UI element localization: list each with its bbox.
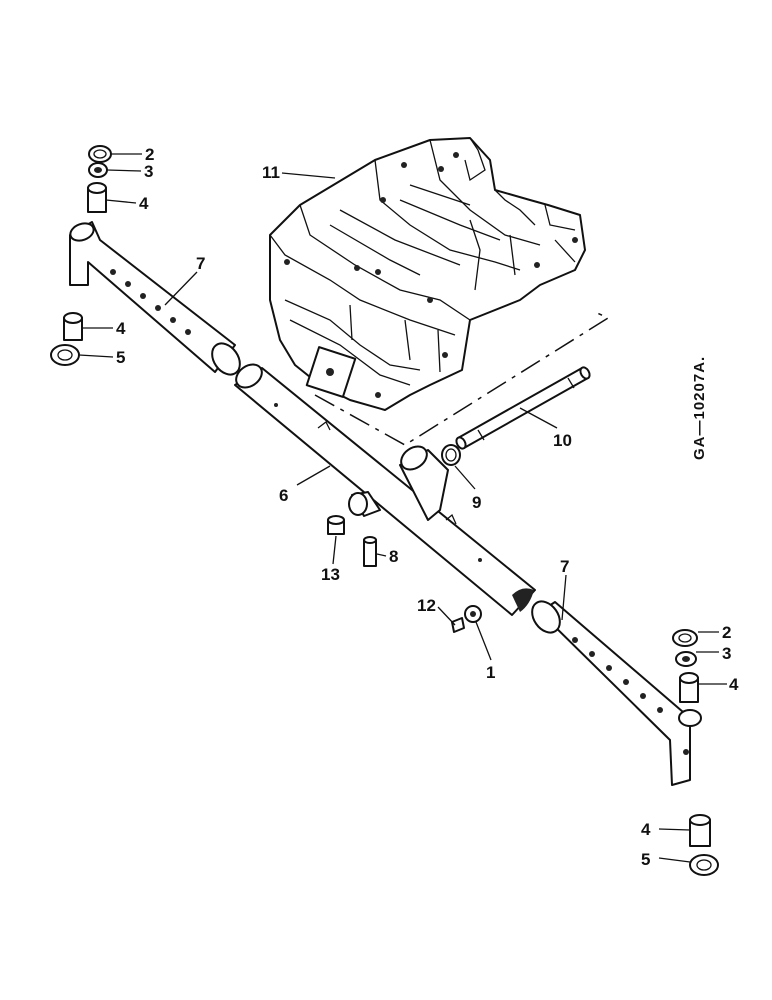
callout-7-right: 7 [560, 557, 569, 576]
callout-8: 8 [389, 547, 398, 566]
callout-5-left: 5 [116, 348, 125, 367]
beam-bushing [348, 491, 381, 517]
callout-3-left: 3 [144, 162, 153, 181]
thrust-washer [441, 444, 461, 466]
left-lower-seal [50, 344, 80, 366]
leader-lines [78, 153, 727, 863]
callout-4-right-lower: 4 [641, 820, 651, 839]
left-lower-bushing [63, 312, 83, 341]
assembly-outline [314, 311, 610, 446]
callout-2-right: 2 [722, 623, 731, 642]
callout-9: 9 [472, 493, 481, 512]
front-support-casting [269, 137, 586, 411]
right-upper-washer [672, 629, 698, 647]
center-axle-beam [234, 363, 536, 616]
left-upper-bushing [87, 182, 107, 213]
callout-3-right: 3 [722, 644, 731, 663]
callout-5-right: 5 [641, 850, 650, 869]
callout-1: 1 [486, 663, 495, 682]
callout-4-left-lower: 4 [116, 319, 126, 338]
right-lower-seal [689, 854, 719, 876]
steering-pin [363, 536, 377, 567]
callout-6: 6 [279, 486, 288, 505]
callout-4-right-upper: 4 [729, 675, 739, 694]
callout-4-left-upper: 4 [139, 194, 149, 213]
left-upper-seal [88, 162, 108, 178]
fitting-bolt [451, 617, 465, 633]
right-upper-seal [675, 651, 697, 667]
callout-10: 10 [553, 431, 572, 450]
small-bushing [327, 515, 345, 535]
callout-12: 12 [417, 596, 436, 615]
left-axle-extension [69, 221, 241, 376]
figure-reference: GA—10207A. [691, 356, 708, 460]
left-upper-washer [88, 145, 112, 163]
right-upper-bushing [679, 672, 699, 703]
callout-2-left: 2 [145, 145, 154, 164]
right-lower-bushing [689, 814, 711, 847]
pivot-pin [455, 366, 591, 450]
callout-7-left: 7 [196, 254, 205, 273]
callout-11: 11 [262, 163, 280, 182]
callout-13: 13 [321, 565, 340, 584]
right-axle-extension [531, 600, 702, 786]
fitting-nut [464, 605, 482, 623]
